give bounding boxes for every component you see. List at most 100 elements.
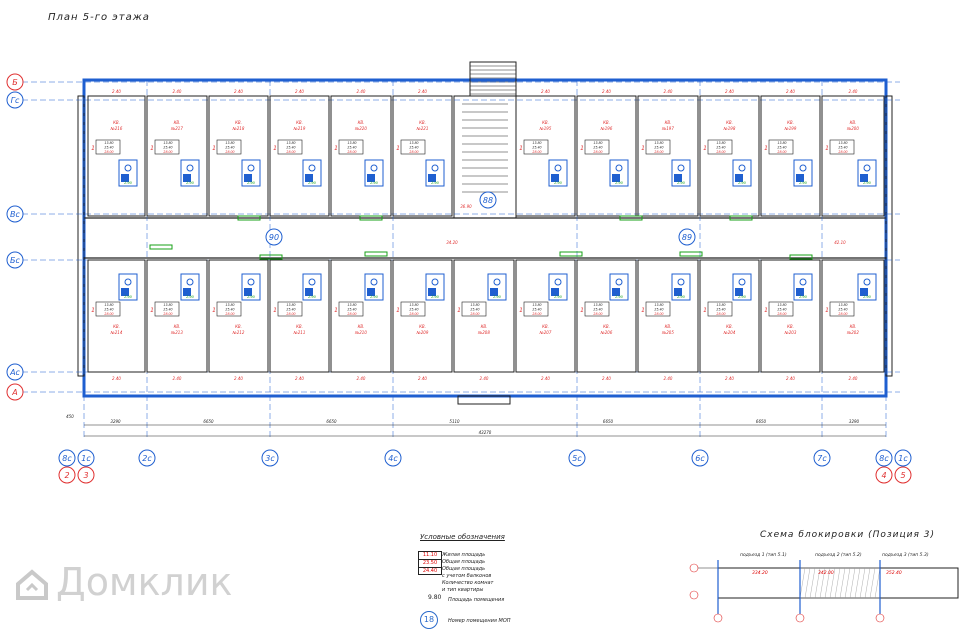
balcony-area: 2.40 xyxy=(295,89,304,94)
bathroom-area: 2.90 xyxy=(799,181,808,185)
apartment-number: №208 xyxy=(477,330,490,335)
axis-bubble xyxy=(6,73,24,91)
scheme-hatched xyxy=(799,567,881,599)
axis-label: Бс xyxy=(10,256,20,265)
bathroom xyxy=(609,273,629,301)
apartment-area: 25.40 xyxy=(777,146,786,150)
apartment-label: КВ. xyxy=(603,120,610,125)
toilet-fixture xyxy=(863,164,871,172)
balcony-area: 2.40 xyxy=(664,376,673,381)
apartment-number: №210 xyxy=(354,330,367,335)
apartment-area: 25.40 xyxy=(716,308,725,312)
mop-number: 90 xyxy=(269,233,279,242)
axis-bubble xyxy=(813,449,831,467)
radiator xyxy=(364,251,388,257)
bathroom-area: 2.90 xyxy=(863,181,872,185)
apartment-rooms: 1 xyxy=(641,307,645,314)
radiator xyxy=(359,215,383,221)
axis-bubble xyxy=(894,466,912,484)
scheme-hatch xyxy=(809,567,816,599)
toilet-fixture xyxy=(370,164,378,172)
watermark: Домклик xyxy=(56,560,233,604)
apartment-rooms: 1 xyxy=(825,145,829,152)
apartment-area: 13.80 xyxy=(225,141,234,145)
bathroom xyxy=(302,273,322,301)
scheme-bubble xyxy=(713,613,723,623)
bathroom xyxy=(548,273,568,301)
axis-label: Б xyxy=(12,78,18,87)
apartment-info-box xyxy=(277,139,303,155)
axis-label: 3с xyxy=(265,454,275,463)
apartment-room xyxy=(821,259,885,373)
axis-bubble xyxy=(77,449,95,467)
entrance-step xyxy=(457,395,511,405)
dimension-value: 3290 xyxy=(110,419,121,424)
apartment-label: КВ. xyxy=(419,120,426,125)
apartment-rooms: 1 xyxy=(212,307,216,314)
toilet-fixture xyxy=(431,278,439,286)
axis-bubble xyxy=(58,466,76,484)
toilet-fixture xyxy=(308,278,316,286)
apartment-area: 25.40 xyxy=(593,146,602,150)
apartment-rooms: 1 xyxy=(641,145,645,152)
sink-fixture xyxy=(244,288,252,296)
toilet-fixture xyxy=(799,278,807,286)
apartment-area: 13.80 xyxy=(838,141,847,145)
apartment-info-box xyxy=(95,301,121,317)
sink-fixture xyxy=(490,288,498,296)
sink-fixture xyxy=(551,288,559,296)
apartment-number: №220 xyxy=(354,126,367,131)
scheme-area-1: 334.20 xyxy=(752,571,768,576)
balcony-area: 2.40 xyxy=(786,376,795,381)
dimension-value: 5110 xyxy=(449,419,460,424)
apartment-info-box xyxy=(95,139,121,155)
apartment-area: 28.00 xyxy=(532,150,541,154)
apartment-info-box xyxy=(829,139,855,155)
apartment-number: №218 xyxy=(232,126,245,131)
bathroom-area: 2.90 xyxy=(738,181,747,185)
apartment-rooms: 1 xyxy=(764,307,768,314)
apartment-area: 13.80 xyxy=(163,303,172,307)
bathroom xyxy=(487,273,507,301)
bathroom xyxy=(118,159,138,187)
balcony-area: 2.40 xyxy=(234,376,243,381)
apartment-area: 25.40 xyxy=(225,308,234,312)
balcony-area: 2.40 xyxy=(295,376,304,381)
bathroom-area: 2.90 xyxy=(124,181,133,185)
balcony-area: 2.40 xyxy=(418,89,427,94)
apartment-area: 13.80 xyxy=(104,141,113,145)
axis-bubble xyxy=(77,466,95,484)
scheme-section-3: подъезд 3 (тип 5.3) xyxy=(882,553,929,558)
dimension-value: 6650 xyxy=(756,419,767,424)
axis-label: 5с xyxy=(572,454,582,463)
apartment-label: КВ. xyxy=(787,120,794,125)
balcony-area: 2.40 xyxy=(786,89,795,94)
apartment-label: КВ. xyxy=(787,324,794,329)
legend-area-label: Площадь помещения xyxy=(448,597,505,603)
balcony-area: 2.40 xyxy=(112,89,121,94)
apartment-label: КВ. xyxy=(419,324,426,329)
axis-bubble xyxy=(875,449,893,467)
apartment-number: №199 xyxy=(784,126,797,131)
apartment-room xyxy=(821,95,885,217)
apartment-number: №200 xyxy=(846,126,859,131)
axis-bubble xyxy=(691,449,709,467)
bathroom-area: 2.90 xyxy=(677,181,686,185)
axis-label: 5 xyxy=(900,471,905,480)
balcony-area: 2.40 xyxy=(725,376,734,381)
apartment-info-box xyxy=(829,301,855,317)
apartment-info-box xyxy=(523,301,549,317)
scheme-bubble xyxy=(875,613,885,623)
mop-number: 88 xyxy=(483,196,493,205)
dimension-value: 6650 xyxy=(603,419,614,424)
apartment-number: №211 xyxy=(293,330,306,335)
apartment-rooms: 1 xyxy=(580,145,584,152)
apartment-rooms: 1 xyxy=(150,307,154,314)
balcony-area: 2.40 xyxy=(357,89,366,94)
scheme-hatch xyxy=(824,567,831,599)
apartment-room xyxy=(330,259,392,373)
toilet-fixture xyxy=(554,164,562,172)
bathroom-area: 2.90 xyxy=(615,295,624,299)
apartment-area: 13.80 xyxy=(409,141,418,145)
apartment-area: 13.80 xyxy=(163,141,172,145)
